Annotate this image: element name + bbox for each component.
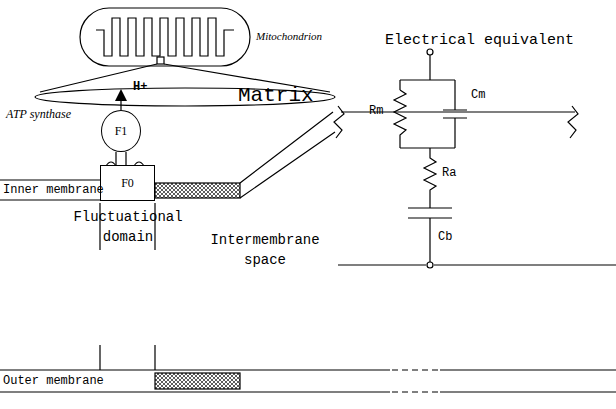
proton-arrowhead xyxy=(115,89,127,101)
outer-hatch xyxy=(155,373,240,389)
subunit-label: F0 xyxy=(121,176,134,191)
fluctuational-domain-hatch xyxy=(155,183,240,198)
region-label: Intermembrane space xyxy=(200,230,330,271)
organelle-label: Mitochondrion xyxy=(256,30,322,42)
outer-membrane xyxy=(0,370,616,392)
cristae xyxy=(96,18,234,56)
domain-label: Fluctuational domain xyxy=(72,207,184,248)
expansion-lines xyxy=(240,112,335,198)
break-left xyxy=(334,106,344,138)
subunit-label: F1 xyxy=(115,124,128,139)
f1-head: F1 xyxy=(101,110,141,152)
membrane-label: Inner membrane xyxy=(3,183,104,197)
region-label: Matrix xyxy=(238,84,314,107)
f0-base: F0 xyxy=(100,165,155,201)
component-label: Rm xyxy=(369,104,383,118)
domain-marks xyxy=(100,203,155,370)
break-right xyxy=(568,106,578,138)
zoom-square xyxy=(157,57,164,64)
panel-bottom xyxy=(338,264,616,265)
ion-label: H+ xyxy=(133,80,147,94)
membrane-label: Outer membrane xyxy=(3,374,104,388)
stalk xyxy=(116,152,126,166)
enzyme-label: ATP synthase xyxy=(6,107,71,122)
component-label: Ra xyxy=(442,166,456,180)
mitochondrion-outline xyxy=(80,8,250,66)
component-label: Cb xyxy=(438,230,452,244)
component-label: Cm xyxy=(471,88,485,102)
title-label: Electrical equivalent xyxy=(385,32,574,49)
circuit xyxy=(394,49,467,268)
